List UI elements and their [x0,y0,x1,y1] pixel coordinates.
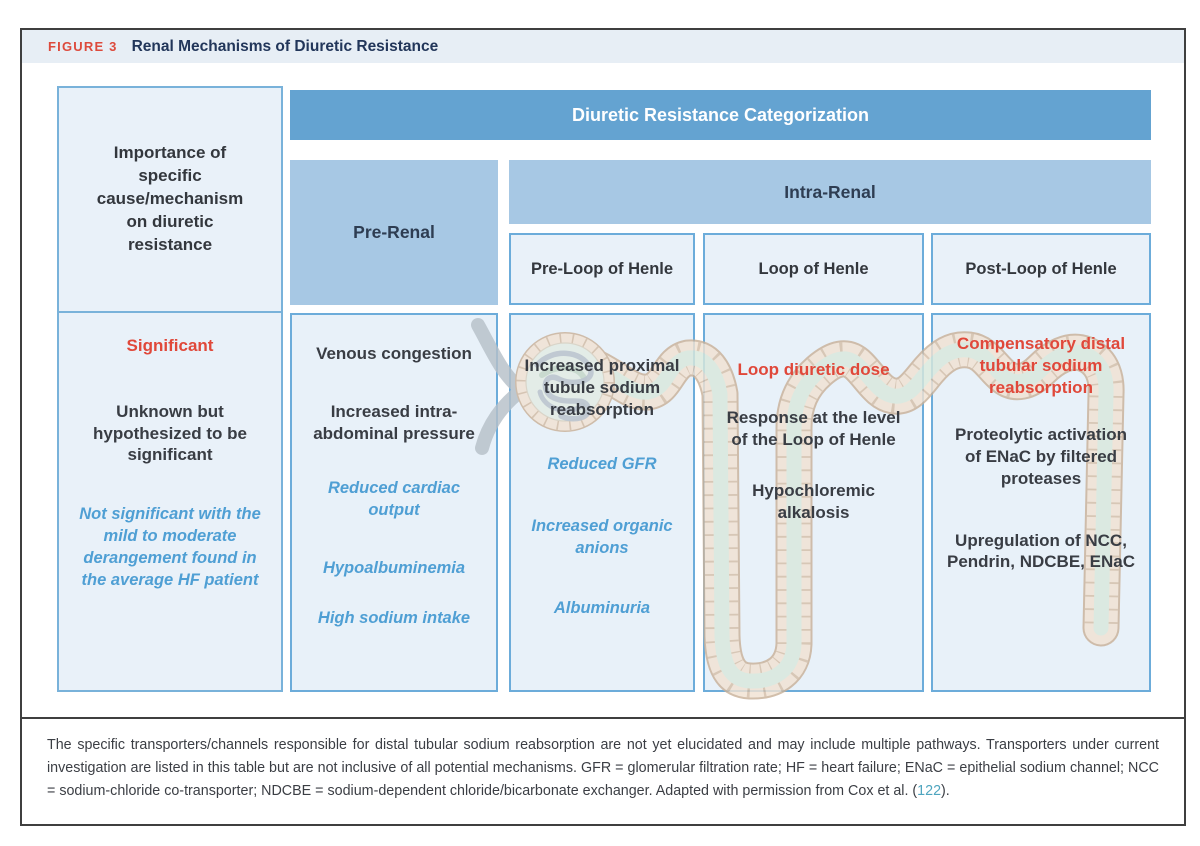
loop-item: Response at the level of the Loop of Hen… [726,407,901,449]
pre-loop-item: Reduced GFR [547,455,657,474]
post-loop-cell: Compensatory distal tubular sodium reabs… [931,313,1151,692]
figure-title: Renal Mechanisms of Diuretic Resistance [131,37,439,55]
pre-renal-item: Reduced cardiac output [327,479,461,520]
importance-significant: Significant [126,336,214,355]
loop-of-henle-header: Loop of Henle [703,233,924,305]
footnote-end: ). [941,783,950,800]
pre-renal-group-header: Pre-Renal [290,160,498,305]
importance-unknown: Unknown but hypothesized to be significa… [93,401,247,465]
pre-loop-item: Increased organic anions [531,517,673,558]
diuretic-resistance-categorization-header: Diuretic Resistance Categorization [290,90,1151,140]
intra-renal-group-header: Intra-Renal [509,160,1151,224]
pre-renal-cell: Venous congestion Increased intra-abdomi… [290,313,498,692]
pre-loop-of-henle-header: Pre-Loop of Henle [509,233,695,305]
loop-item: Loop diuretic dose [737,360,890,379]
post-loop-item: Proteolytic activation of ENaC by filter… [955,425,1127,488]
pre-loop-item: Albuminuria [553,599,651,618]
importance-column: Importance of specific cause/mechanism o… [57,86,283,692]
post-loop-item: Upregulation of NCC, Pendrin, NDCBE, ENa… [947,530,1135,572]
figure-label: FIGURE 3 [48,39,118,54]
importance-header: Importance of specific cause/mechanism o… [59,88,281,313]
footnote-body: The specific transporters/channels respo… [47,737,1159,800]
post-loop-item: Compensatory distal tubular sodium reabs… [956,334,1126,397]
importance-not-significant: Not significant with the mild to moderat… [79,505,261,589]
citation-link[interactable]: 122 [917,783,942,800]
importance-body: Significant Unknown but hypothesized to … [59,313,281,690]
pre-renal-item: High sodium intake [317,609,471,628]
pre-loop-cell: Increased proximal tubule sodium reabsor… [509,313,695,692]
figure-title-bar: FIGURE 3 Renal Mechanisms of Diuretic Re… [22,30,1184,63]
pre-renal-item: Hypoalbuminemia [322,559,466,578]
loop-item: Hypochloremic alkalosis [752,481,875,522]
loop-cell: Loop diuretic dose Response at the level… [703,313,924,692]
pre-renal-item: Venous congestion [316,344,472,363]
pre-renal-item: Increased intra-abdominal pressure [313,401,475,443]
figure-footnote: The specific transporters/channels respo… [22,717,1184,824]
post-loop-of-henle-header: Post-Loop of Henle [931,233,1151,305]
footnote-text: The specific transporters/channels respo… [47,734,1159,803]
pre-loop-item: Increased proximal tubule sodium reabsor… [524,356,680,419]
figure-panel: FIGURE 3 Renal Mechanisms of Diuretic Re… [20,28,1186,826]
